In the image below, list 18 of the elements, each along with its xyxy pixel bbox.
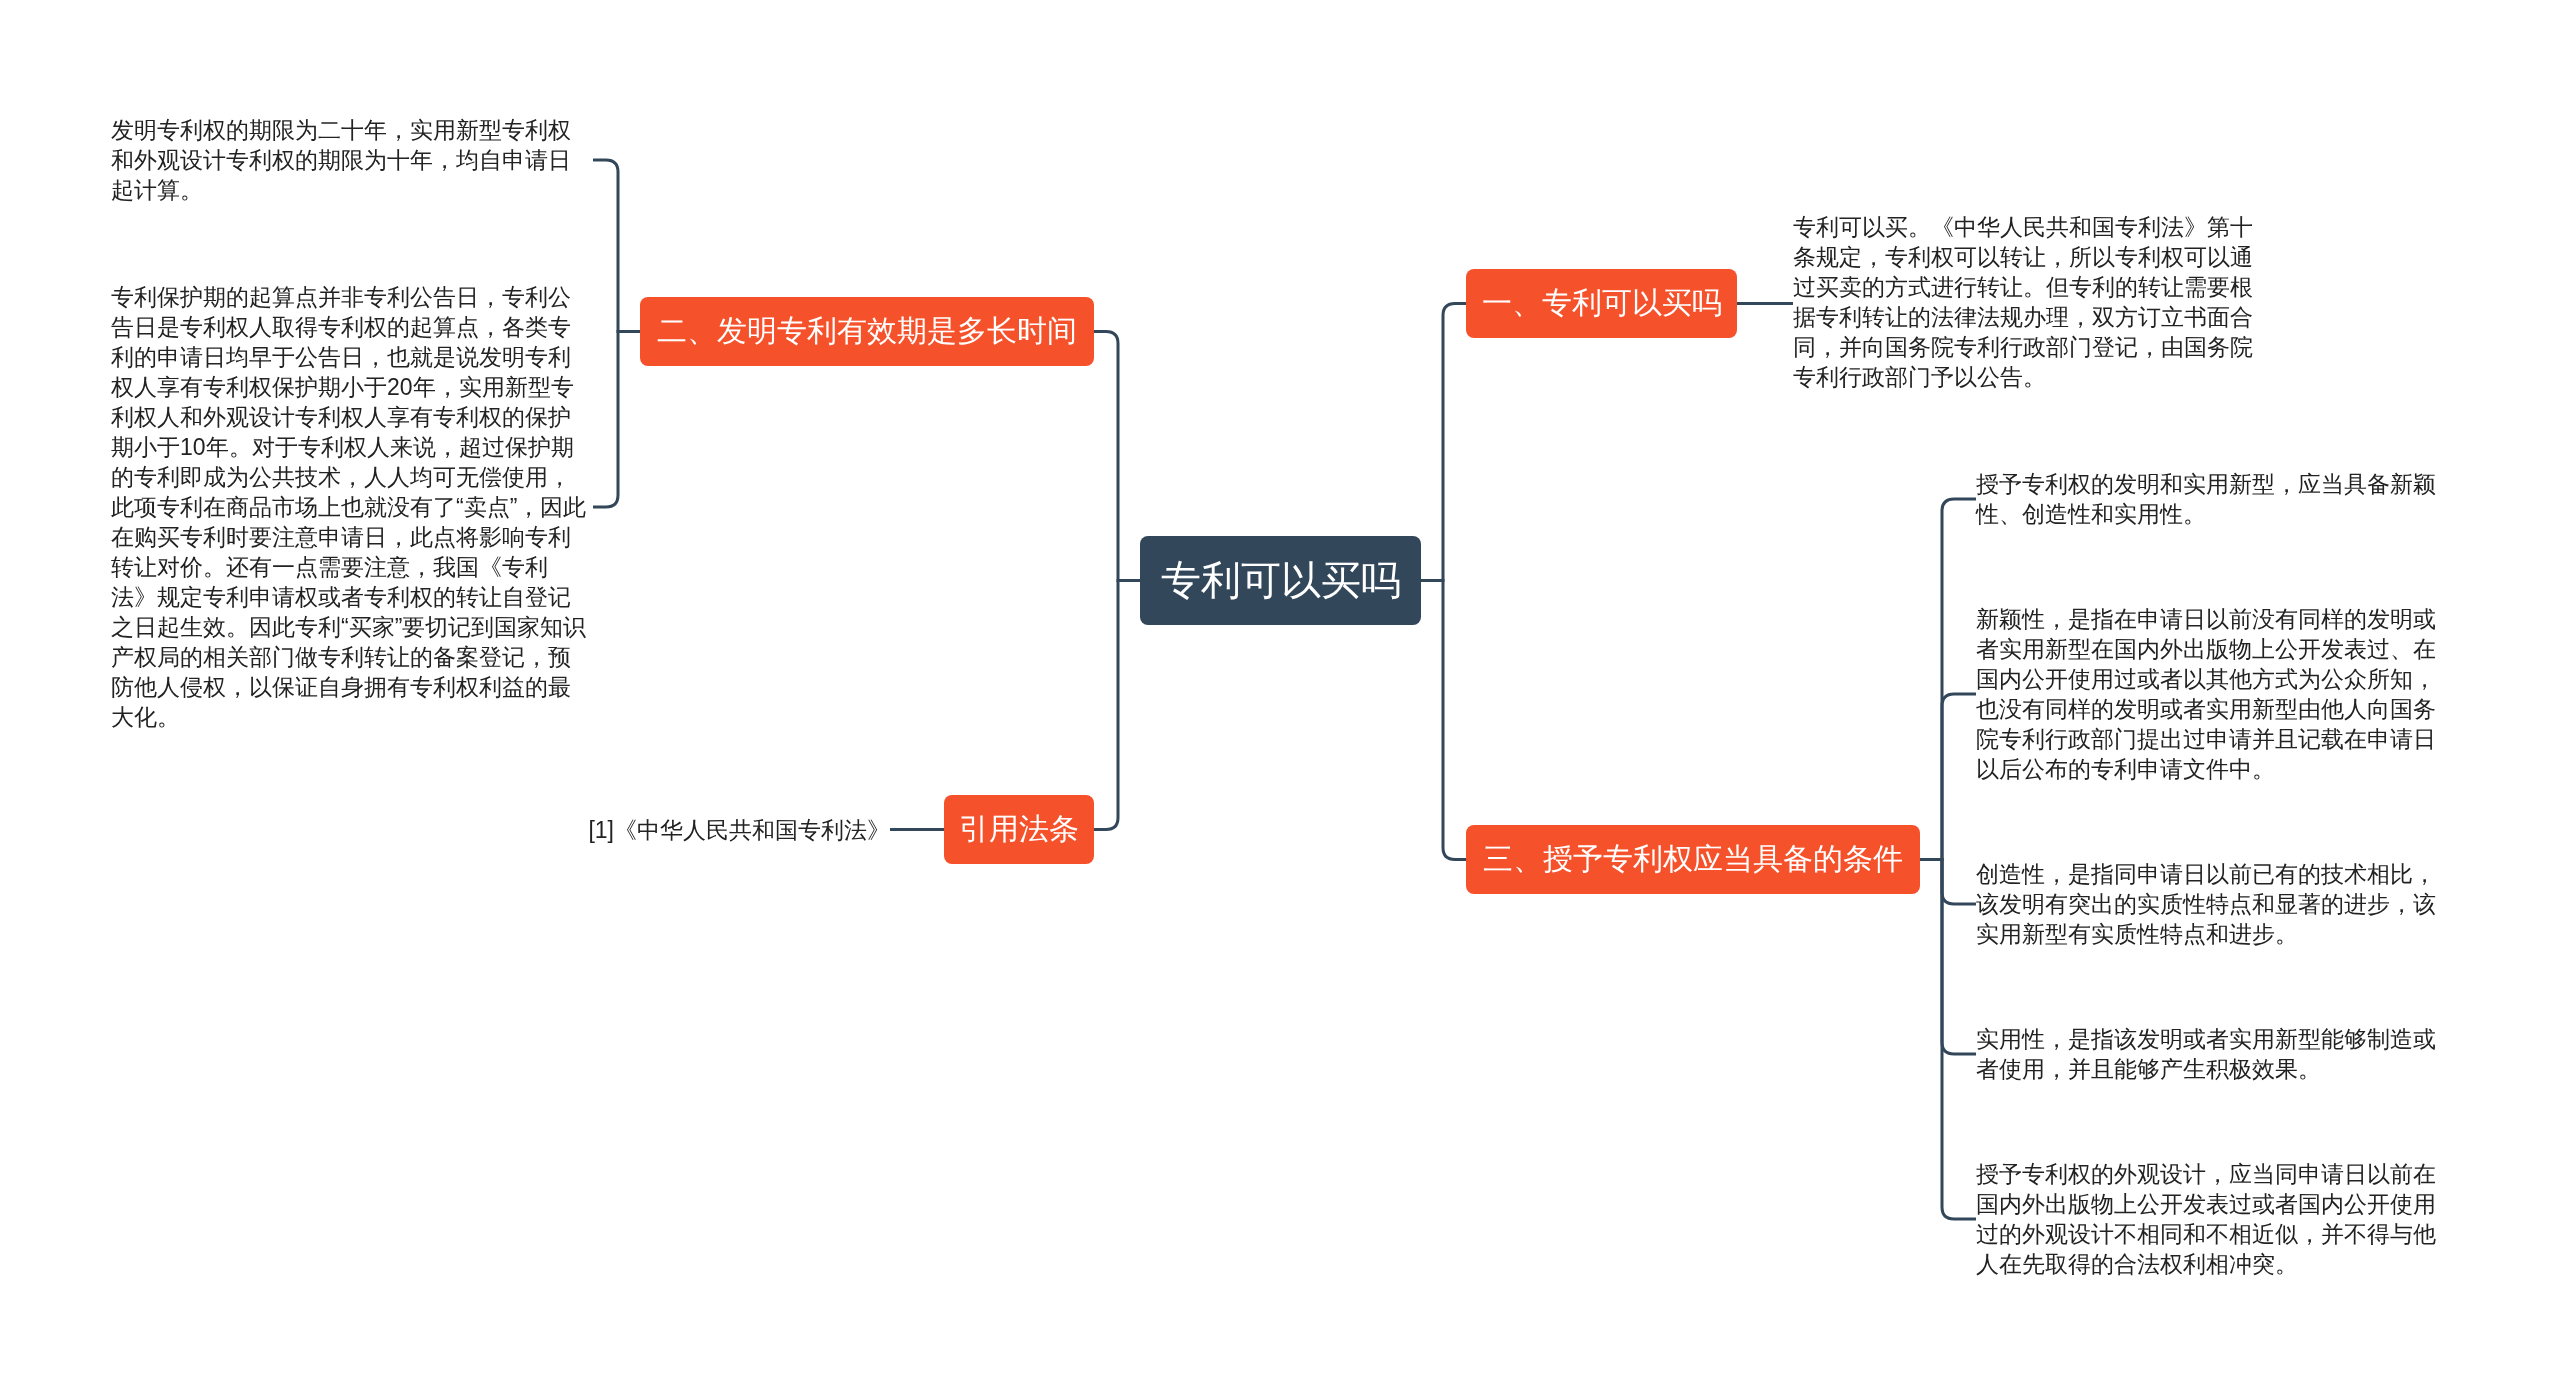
note-text: 创造性，是指同申请日以前已有的技术相比，该发明有突出的实质性特点和显著的进步，该实用新型有实质性特点和进步。 [1976, 858, 2458, 950]
connector-line [1737, 302, 1793, 305]
topic-box: 二、发明专利有效期是多长时间 [640, 297, 1094, 366]
note-text: 授予专利权的发明和实用新型，应当具备新颖性、创造性和实用性。 [1976, 468, 2458, 530]
note-text: 专利保护期的起算点并非专利公告日，专利公告日是专利权人取得专利权的起算点，各类专利的申请日均早于公告日，也就是说发明专利权人享有专利权保护期小于20年，实用新型专利权人和外观设计专利权人享有专利权的保护期小于10年。对于专利权人来说，超过保护期的专利即成为公共技术，人人均可无偿使用，此项专利在商品市场上也就没有了“卖点”，因此在购买专利时要注意申请日，此点将影响专利转让对价。还有一点需要注意，我国《专利法》规定专利申请权或者专利权的转让自登记之日起生效。因此专利“买家”要切记到国家知识产权局的相关部门做专利转让的备案登记，预防他人侵权，以保证自身拥有专利权利益的最大化。 [111, 280, 593, 734]
central-topic-box: 专利可以买吗 [1140, 536, 1421, 625]
connector-line [890, 828, 944, 831]
connector-line [1421, 579, 1466, 861]
note-text: 发明专利权的期限为二十年，实用新型专利权和外观设计专利权的期限为十年，均自申请日起计算。 [111, 114, 593, 206]
connector-line [1094, 579, 1140, 831]
topic-box: 引用法条 [944, 795, 1094, 864]
note-text: 专利可以买。《中华人民共和国专利法》第十条规定，专利权可以转让，所以专利权可以通过买卖的方式进行转让。但专利的转让需要根据专利转让的法律法规办理，双方订立书面合同，并向国务院专利行政部门登记，由国务院专利行政部门予以公告。 [1793, 210, 2275, 394]
topic-box: 三、授予专利权应当具备的条件 [1466, 825, 1920, 894]
note-text: [1]《中华人民共和国专利法》 [560, 812, 890, 848]
note-text: 新颖性，是指在申请日以前没有同样的发明或者实用新型在国内外出版物上公开发表过、在国内公开使用过或者以其他方式为公众所知，也没有同样的发明或者实用新型由他人向国务院专利行政部门提出过申请并且记载在申请日以后公布的专利申请文件中。 [1976, 602, 2458, 786]
note-text: 实用性，是指该发明或者实用新型能够制造或者使用，并且能够产生积极效果。 [1976, 1023, 2458, 1085]
note-text: 授予专利权的外观设计，应当同申请日以前在国内外出版物上公开发表过或者国内公开使用过的外观设计不相同和不相近似，并不得与他人在先取得的合法权利相冲突。 [1976, 1157, 2458, 1281]
topic-box: 一、专利可以买吗 [1466, 269, 1737, 338]
